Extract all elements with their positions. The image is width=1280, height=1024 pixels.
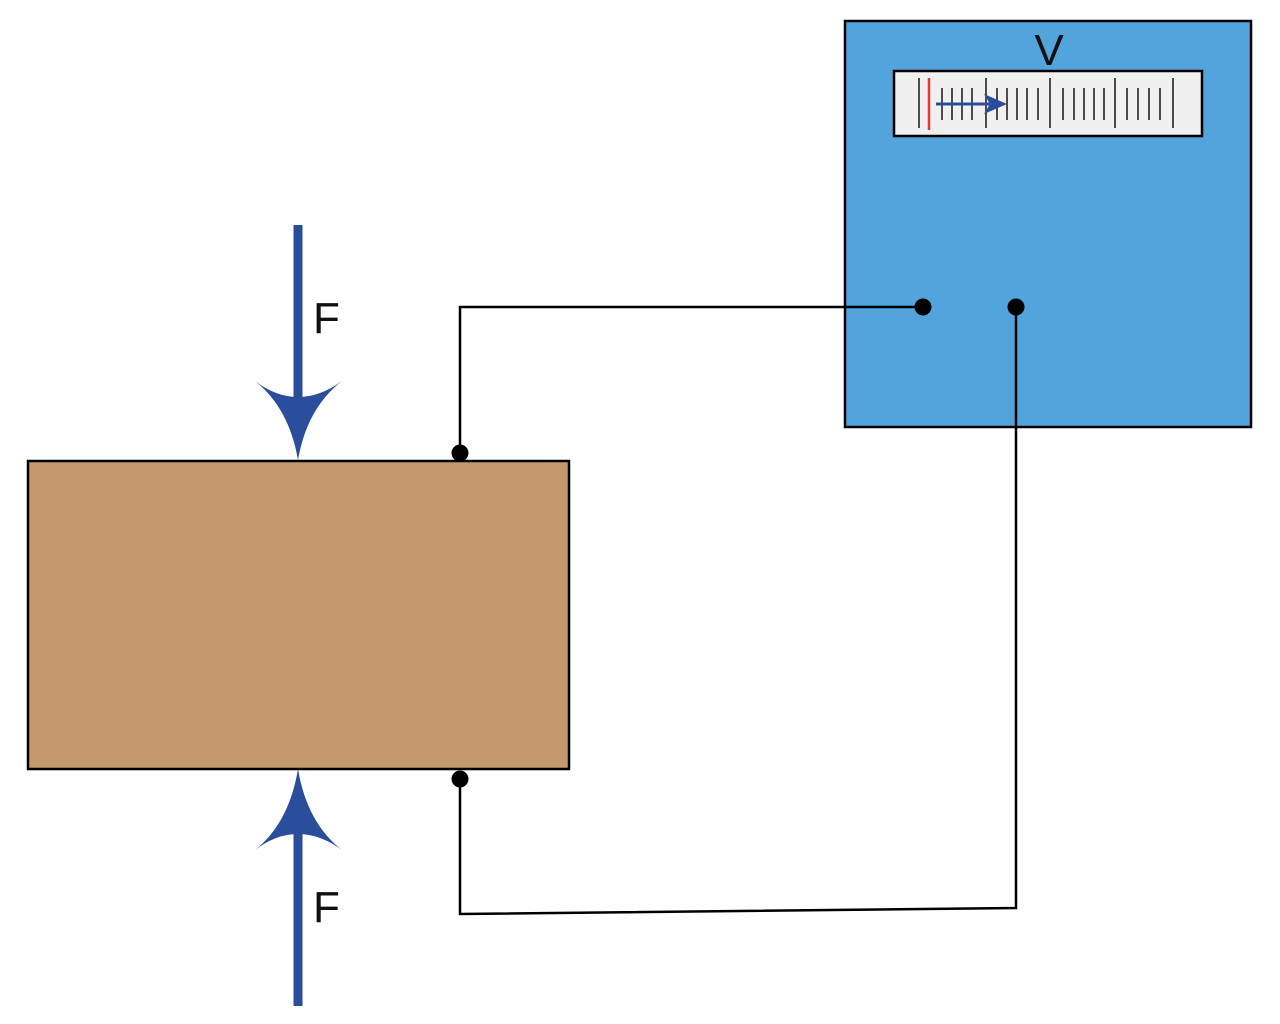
- meter-needle: [936, 94, 1007, 114]
- force-label-bottom: F: [313, 883, 340, 932]
- crystal-block: [26, 459, 571, 771]
- force-arrow-top: [255, 225, 342, 460]
- meter-terminal-left: [914, 298, 932, 316]
- force-arrow-bottom: [255, 769, 342, 1006]
- force-label-top: F: [313, 294, 340, 343]
- wire-bottom: [458, 307, 1018, 916]
- crystal-terminal-top: [451, 444, 469, 462]
- wire-top: [458, 305, 923, 453]
- meter-terminal-right: [1007, 298, 1025, 316]
- meter-scale: [892, 69, 1204, 138]
- crystal-terminal-bottom: [451, 770, 469, 788]
- voltmeter-label: V: [1034, 26, 1064, 75]
